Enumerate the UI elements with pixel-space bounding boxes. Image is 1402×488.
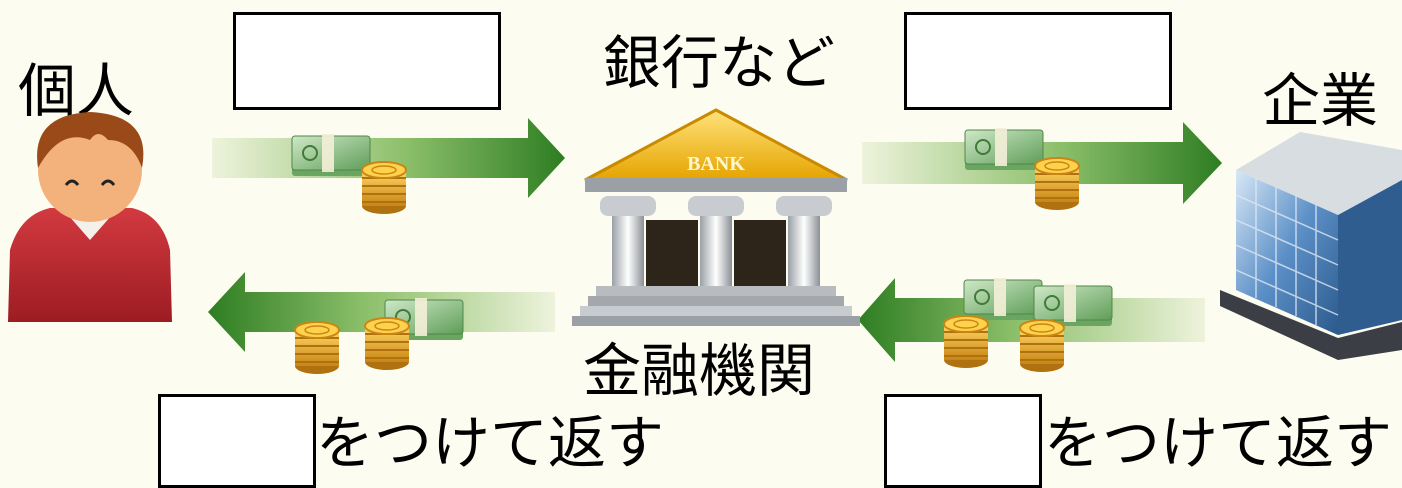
individual-label: 個人 bbox=[18, 57, 135, 125]
blank-box-top-right[interactable] bbox=[904, 12, 1172, 110]
return-with-interest-left: をつけて返す bbox=[316, 409, 665, 477]
return-with-interest-right: をつけて返す bbox=[1044, 409, 1393, 477]
bank-sign: BANK bbox=[687, 153, 745, 175]
company-label: 企業 bbox=[1262, 67, 1379, 135]
financial-institution-label: 金融機関 bbox=[583, 337, 816, 405]
person-icon bbox=[8, 112, 172, 322]
bank-building-icon: BANK bbox=[572, 108, 860, 326]
bank-label: 銀行など bbox=[603, 29, 836, 97]
money-stack-icon bbox=[964, 127, 1080, 211]
blank-box-top-left[interactable] bbox=[233, 12, 501, 110]
money-stack-icon bbox=[943, 277, 1113, 373]
blank-box-bottom-left[interactable] bbox=[158, 394, 316, 488]
blank-box-bottom-right[interactable] bbox=[884, 394, 1042, 488]
office-building-icon bbox=[1220, 132, 1402, 360]
